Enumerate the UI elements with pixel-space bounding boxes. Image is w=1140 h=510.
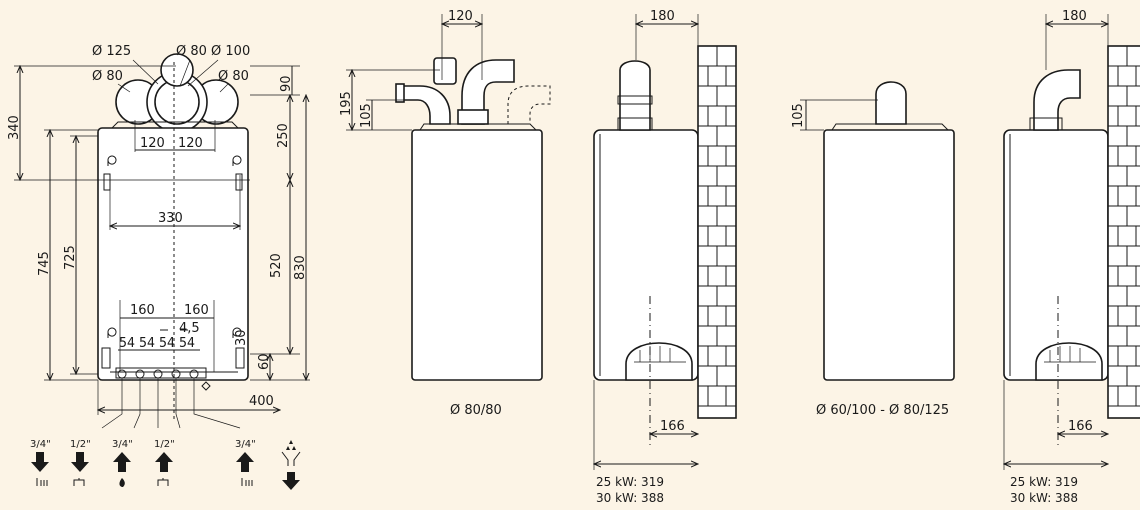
boiler-bottom-window — [1035, 342, 1103, 381]
flue-top-80 — [160, 53, 194, 87]
dim-h725: 725 — [63, 245, 78, 270]
tap-icon — [157, 478, 169, 486]
boiler-side-body — [593, 129, 699, 381]
side-view-1: 180 166 25 kW: 319 30 kW: 388 — [593, 9, 737, 505]
dim-w160a: 160 — [130, 303, 155, 318]
hanger-hole-icon — [107, 155, 117, 166]
dim-w160b: 160 — [184, 303, 209, 318]
dim-d125: Ø 125 — [92, 44, 131, 59]
hanger-hole-icon — [232, 327, 242, 338]
hanger-hole-icon — [107, 327, 117, 338]
dim-h830: 830 — [293, 255, 308, 280]
dim-d80-right: Ø 80 — [218, 69, 249, 84]
connection-heating-flow-out: 3/4" — [30, 439, 51, 486]
dim-d80-100: Ø 80 Ø 100 — [176, 44, 250, 59]
connection-size: 3/4" — [235, 439, 256, 450]
side-view-2: 180 166 25 kW: 319 30 kW: 388 — [1004, 9, 1140, 505]
up-arrow-icon — [236, 452, 254, 472]
boiler-body — [823, 129, 955, 381]
connection-cold-water-in: 1/2" — [154, 439, 175, 486]
connection-size: 1/2" — [70, 439, 91, 450]
connection-condensate-drain — [281, 440, 301, 490]
flue-dome — [875, 81, 907, 125]
dim-w4-5: 4,5 — [179, 321, 200, 336]
dim-h90: 90 — [279, 75, 294, 92]
depth-30kw: 30 kW: 388 — [596, 491, 664, 505]
dim-w54: 54 54 54 54 — [119, 336, 195, 351]
dim-w120b: 120 — [178, 136, 203, 151]
view-80-80: 120 195 105 Ø 80/80 — [339, 9, 551, 418]
up-arrow-icon — [155, 452, 173, 472]
dim-h250: 250 — [276, 123, 291, 148]
drain-icon — [281, 451, 301, 466]
dim-w180: 180 — [1062, 9, 1087, 24]
depth-25kw: 25 kW: 319 — [596, 475, 664, 489]
boiler-body — [411, 129, 543, 381]
view-60-100: 105 Ø 60/100 - Ø 80/125 — [791, 81, 955, 418]
dim-w166: 166 — [1068, 419, 1093, 434]
dim-h30: 30 — [234, 329, 249, 346]
connection-heating-return-in: 3/4" — [235, 439, 256, 486]
dim-h105: 105 — [791, 103, 806, 128]
flue-elbow-left — [399, 85, 451, 125]
dim-w330: 330 — [158, 211, 183, 226]
flame-icon — [119, 478, 125, 487]
connection-size: 3/4" — [112, 439, 133, 450]
drip-icon — [286, 440, 296, 450]
radiator-icon — [36, 478, 48, 486]
down-arrow-icon — [71, 452, 89, 472]
down-arrow-icon — [282, 472, 300, 490]
flue-elbow-right — [461, 59, 515, 125]
flue-elbow — [1033, 69, 1081, 131]
tap-icon — [73, 478, 85, 486]
brick-wall — [697, 45, 737, 419]
front-view: Ø 125 Ø 80 Ø 100 Ø 80 Ø 80 340 90 250 12… — [7, 44, 310, 429]
dim-h60: 60 — [257, 353, 272, 370]
dim-w166: 166 — [660, 419, 685, 434]
dim-h105: 105 — [359, 103, 374, 128]
dim-d80-left: Ø 80 — [92, 69, 123, 84]
connection-dhw-out: 1/2" — [70, 439, 91, 486]
up-arrow-icon — [113, 452, 131, 472]
radiator-icon — [241, 478, 253, 486]
dim-w180: 180 — [650, 9, 675, 24]
boiler-bottom-window — [625, 342, 693, 381]
depth-25kw: 25 kW: 319 — [1010, 475, 1078, 489]
dim-h745: 745 — [37, 251, 52, 276]
dim-h340: 340 — [7, 115, 22, 140]
dim-w400: 400 — [249, 394, 274, 409]
boiler-side-body — [1003, 129, 1109, 381]
hanger-hole-icon — [232, 155, 242, 166]
dim-w120: 120 — [448, 9, 473, 24]
connection-size: 1/2" — [154, 439, 175, 450]
brick-wall — [1107, 45, 1140, 419]
dim-h520: 520 — [269, 253, 284, 278]
depth-30kw: 30 kW: 388 — [1010, 491, 1078, 505]
connection-legend: 3/4" 1/2" 3/4" 1/2" 3/4" — [30, 439, 301, 490]
boiler-front-body — [97, 127, 249, 381]
down-arrow-icon — [31, 452, 49, 472]
caption-80-80: Ø 80/80 — [450, 403, 502, 418]
connection-size: 3/4" — [30, 439, 51, 450]
connection-gas-in: 3/4" — [112, 439, 133, 487]
dim-w120a: 120 — [140, 136, 165, 151]
caption-60-100: Ø 60/100 - Ø 80/125 — [816, 403, 949, 418]
dim-h195: 195 — [339, 91, 354, 116]
